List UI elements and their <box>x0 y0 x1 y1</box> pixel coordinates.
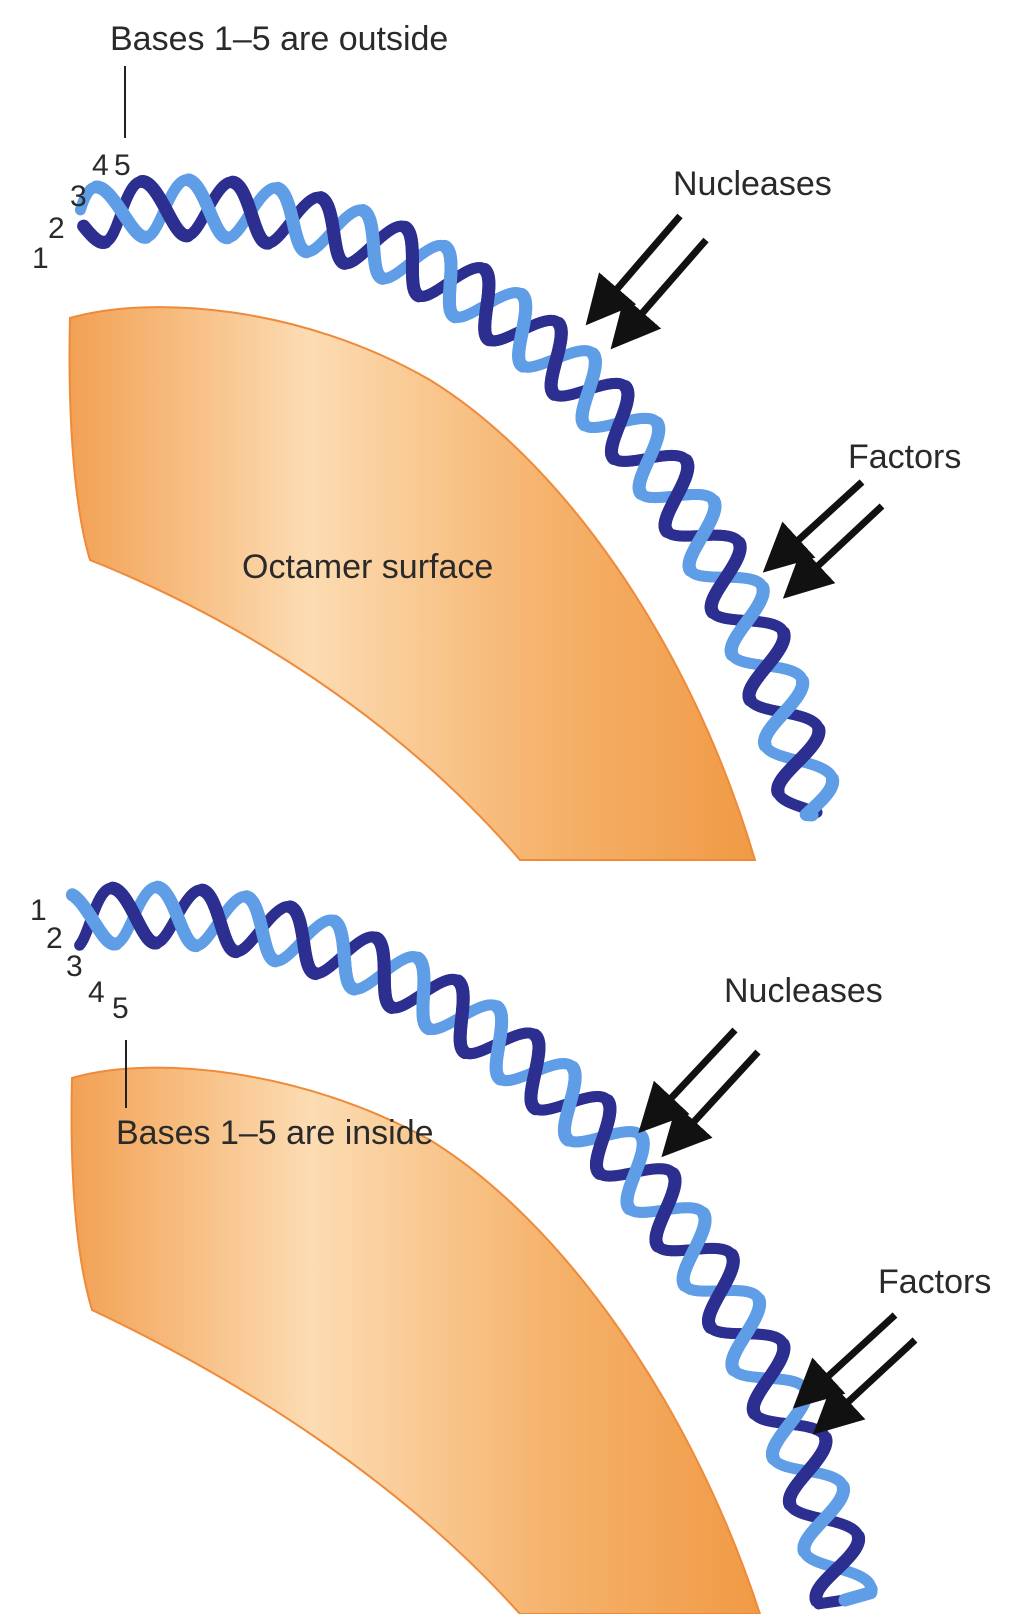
dna-strand-segment <box>464 1052 465 1053</box>
dna-strand-segment <box>773 1457 774 1459</box>
dna-strand-segment <box>806 814 812 815</box>
dna-strand-segment <box>750 699 751 700</box>
bottom-panel: 1 2 3 4 5 Bases 1–5 are inside Nucleases… <box>30 887 991 1614</box>
dna-strand-segment <box>684 1284 685 1285</box>
arrow-icon <box>668 1052 758 1150</box>
dna-strand-segment <box>733 1368 734 1369</box>
base-number: 1 <box>32 242 49 275</box>
dna-strand-segment <box>629 1208 630 1209</box>
factors-label: Factors <box>848 438 961 476</box>
dna-strand-segment <box>816 1599 817 1601</box>
base-number: 2 <box>48 212 65 245</box>
arrow-icon <box>592 216 680 318</box>
dna-strand-segment <box>522 365 523 366</box>
bases-outside-label: Bases 1–5 are outside <box>110 20 448 58</box>
dna-strand-segment <box>710 1326 711 1327</box>
dna-strand-segment <box>418 295 419 296</box>
nucleases-label: Nucleases <box>724 972 883 1010</box>
dna-strand-segment <box>488 339 489 340</box>
base-number: 5 <box>114 149 131 182</box>
base-number: 4 <box>92 149 109 182</box>
arrow-icon <box>790 506 882 592</box>
octamer-surface-label: Octamer surface <box>242 548 493 586</box>
base-number: 3 <box>66 950 83 983</box>
dna-strand-segment <box>732 653 733 654</box>
dna-strand-segment <box>599 1172 600 1173</box>
dna-strand-segment <box>390 1007 391 1008</box>
nucleases-label: Nucleases <box>673 165 832 203</box>
factors-label: Factors <box>878 1263 991 1301</box>
base-number: 4 <box>88 976 105 1009</box>
dna-strand-segment <box>845 1593 871 1600</box>
dna-strand-segment <box>640 492 641 493</box>
dna-strand-segment <box>613 457 614 458</box>
dna-strand-segment <box>567 1139 568 1140</box>
dna-strand-segment <box>657 1245 658 1246</box>
base-number: 1 <box>30 894 47 927</box>
dna-strand-segment <box>583 424 584 425</box>
dna-strand-segment <box>454 316 455 317</box>
base-number: 5 <box>112 992 129 1025</box>
dna-strand-segment <box>754 1412 755 1414</box>
dna-strand-segment <box>428 1028 429 1029</box>
bases-inside-label: Bases 1–5 are inside <box>116 1114 434 1152</box>
arrow-icon <box>800 1315 895 1402</box>
base-number: 2 <box>46 922 63 955</box>
arrow-icon <box>645 1030 735 1126</box>
dna-strand-segment <box>499 1078 500 1079</box>
arrow-icon <box>617 240 706 342</box>
arrow-icon <box>770 482 862 566</box>
dna-strand-segment <box>690 569 691 570</box>
base-number: 3 <box>70 180 87 213</box>
dna-strand-segment <box>666 530 667 531</box>
dna-strand-segment <box>343 263 344 264</box>
top-panel: Bases 1–5 are outside 1 2 3 4 5 Nuclease… <box>32 20 961 860</box>
dna-strand-segment <box>534 1108 535 1109</box>
dna-strand-segment <box>712 611 713 612</box>
arrow-icon <box>820 1340 915 1428</box>
dna-strand-segment <box>553 393 554 394</box>
